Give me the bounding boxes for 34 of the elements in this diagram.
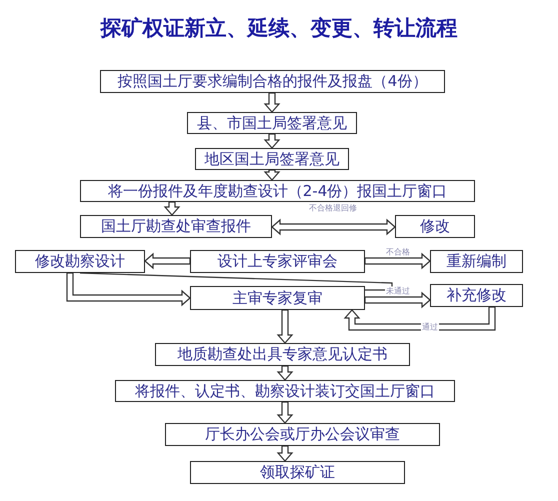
arrow bbox=[276, 309, 294, 344]
title: 探矿权证新立、延续、变更、转让流程 bbox=[99, 15, 458, 42]
connector-line bbox=[80, 272, 393, 291]
process-box: 地质勘查处出具专家意见认定书 bbox=[155, 343, 410, 366]
process-box: 修改勘察设计 bbox=[15, 250, 145, 273]
edge-label: 通过 bbox=[421, 322, 439, 332]
arrow bbox=[364, 252, 431, 270]
arrow bbox=[271, 218, 396, 236]
arrow bbox=[276, 445, 294, 462]
arrow bbox=[276, 401, 294, 424]
process-box: 领取探矿证 bbox=[190, 461, 405, 484]
arrow bbox=[264, 169, 280, 181]
process-box: 按照国土厅要求编制合格的报件及报盘（4份） bbox=[100, 70, 445, 93]
edge-label: 不合格 bbox=[385, 248, 411, 256]
process-box: 厅长办公会或厅办公会议审查 bbox=[165, 423, 440, 446]
arrow bbox=[364, 292, 431, 308]
process-box: 主审专家复审 bbox=[190, 286, 365, 310]
arrow bbox=[66, 272, 191, 306]
process-box: 将一份报件及年度勘查设计（2-4份）报国土厅窗口 bbox=[80, 180, 475, 202]
arrow bbox=[144, 252, 191, 270]
process-box: 将报件、认定书、勘察设计装订交国土厅窗口 bbox=[115, 380, 455, 402]
process-box: 补充修改 bbox=[430, 284, 523, 307]
process-box: 修改 bbox=[395, 215, 475, 238]
process-box: 重新编制 bbox=[430, 250, 523, 273]
process-box: 县、市国土局签署意见 bbox=[187, 112, 357, 134]
process-box: 地区国土局签署意见 bbox=[195, 148, 349, 170]
edge-label: 不合格退回修 bbox=[308, 204, 358, 212]
arrow bbox=[264, 133, 280, 149]
arrow bbox=[276, 365, 294, 381]
edge-label: 未通过 bbox=[385, 286, 411, 296]
process-box: 设计上专家评审会 bbox=[190, 250, 365, 273]
arrow bbox=[164, 201, 180, 216]
arrow bbox=[264, 92, 280, 113]
process-box: 国土厅勘查处审查报件 bbox=[80, 215, 272, 238]
